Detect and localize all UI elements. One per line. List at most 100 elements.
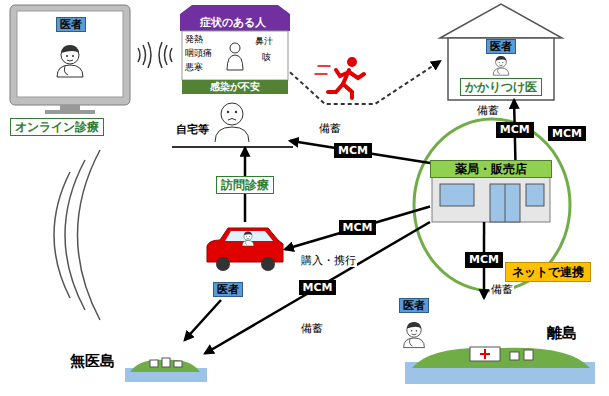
node-text: 自宅等 (176, 123, 209, 136)
remote-island-part (524, 350, 533, 360)
home-box: 症状のある人自宅等 感染が不安 (175, 5, 290, 148)
monitor-part (17, 11, 123, 97)
doctor-label: 医者 (486, 39, 516, 54)
island-no-doctor-part (150, 360, 158, 367)
visit-car: 医者 (205, 222, 285, 300)
online-waves-part (148, 42, 151, 68)
home-part (221, 103, 243, 125)
note-label: 備蓄 (476, 104, 500, 117)
doctor-label: 医者 (213, 282, 243, 297)
online-waves-part (138, 48, 140, 62)
island-no-doctor-part (162, 358, 170, 367)
car-part (242, 232, 254, 246)
symptom-text: 咽頭痛 (185, 48, 212, 59)
running-person-part (336, 70, 349, 76)
car-part (225, 231, 273, 241)
running-person-part (347, 57, 357, 67)
dashed-arrow (290, 61, 440, 104)
pharmacy-part (440, 184, 474, 206)
island-no-doctor-part (130, 360, 200, 372)
island-no-doctor-part (174, 361, 182, 367)
node-text: 離島 (547, 324, 577, 342)
island-box: 医者離島 (395, 298, 595, 386)
remote-island-part (404, 322, 425, 348)
running-person-part (343, 84, 352, 98)
running-person (315, 57, 364, 98)
radio-waves-part-part (54, 172, 70, 298)
note-label: 備蓄 (300, 322, 324, 335)
online-waves-part (143, 45, 146, 65)
car (207, 228, 283, 271)
edge-label: 訪問診療 (216, 176, 274, 194)
clinic-house-part (440, 4, 562, 38)
online-waves-part (159, 42, 162, 68)
online-waves-part (170, 48, 172, 62)
home-part (235, 111, 237, 113)
mcm-tag: MCM (465, 252, 503, 267)
note-label: 備蓄 (490, 283, 514, 296)
supply-arrow (205, 222, 430, 354)
radio-waves-part-part (65, 160, 85, 310)
monitor-part (45, 110, 95, 114)
node-text: 症状のある人 (200, 16, 266, 29)
node-text: オンライン診療 (10, 118, 104, 136)
monitor-part (60, 105, 80, 110)
network-box: ネットで連携 (505, 262, 591, 283)
pharmacy-part (432, 176, 550, 222)
supply-arrow (285, 207, 430, 250)
home-part (230, 43, 240, 53)
mcm-tag: MCM (339, 220, 377, 235)
anxiety-band: 感染が不安 (182, 80, 288, 94)
clinic-house-part (493, 56, 509, 75)
monitor-part (57, 45, 83, 77)
pharmacy-part (490, 184, 520, 222)
online-waves (138, 42, 172, 68)
pharmacy-part (526, 184, 544, 206)
pharmacy-part (505, 184, 506, 222)
remote-island-part (510, 352, 519, 360)
car-part (261, 257, 275, 271)
home-part (228, 119, 236, 121)
doctor-label: 医者 (399, 298, 429, 313)
online-monitor: 医者オンライン診療 (10, 5, 132, 138)
radio-waves-part-part (78, 150, 101, 320)
supply-arrow (185, 300, 221, 340)
online-waves-part (165, 45, 168, 65)
home-part (182, 31, 288, 80)
pharmacy-box: 薬局・販売店 (430, 160, 552, 222)
running-person-part (343, 70, 349, 84)
radio-waves (54, 150, 100, 320)
node-text: ネットで連携 (505, 262, 591, 282)
home-part (215, 127, 249, 142)
doctor-label: 医者 (56, 17, 86, 32)
island-box: 無医島 (70, 340, 205, 385)
node-text: かかりつけ医 (460, 78, 542, 96)
mcm-tag: MCM (496, 122, 534, 137)
island-no-doctor (125, 358, 207, 382)
symptom-text: 鼻汁 (255, 36, 273, 47)
remote-island (404, 322, 595, 384)
remote-island-part (405, 362, 595, 384)
car-part (207, 228, 283, 262)
island-no-doctor-part (125, 368, 207, 382)
car-part (216, 257, 230, 271)
node-text: 無医島 (70, 352, 115, 370)
remote-island-part (412, 348, 590, 368)
note-label: 購入・携行 (300, 254, 357, 267)
clinic-house-part (448, 38, 554, 100)
node-text: 感染が不安 (210, 80, 260, 94)
home-part (180, 5, 290, 31)
home-part (172, 146, 293, 148)
monitor-part (10, 5, 130, 105)
note-label: 備蓄 (318, 122, 342, 135)
mcm-tag: MCM (548, 126, 586, 141)
mcm-tag: MCM (299, 280, 337, 295)
running-person-part (349, 72, 364, 78)
symptom-text: 悪寒 (185, 62, 203, 73)
running-person-part (315, 66, 330, 74)
remote-island-part (470, 347, 500, 361)
clinic-house: 医者かかりつけ医 (440, 3, 562, 100)
